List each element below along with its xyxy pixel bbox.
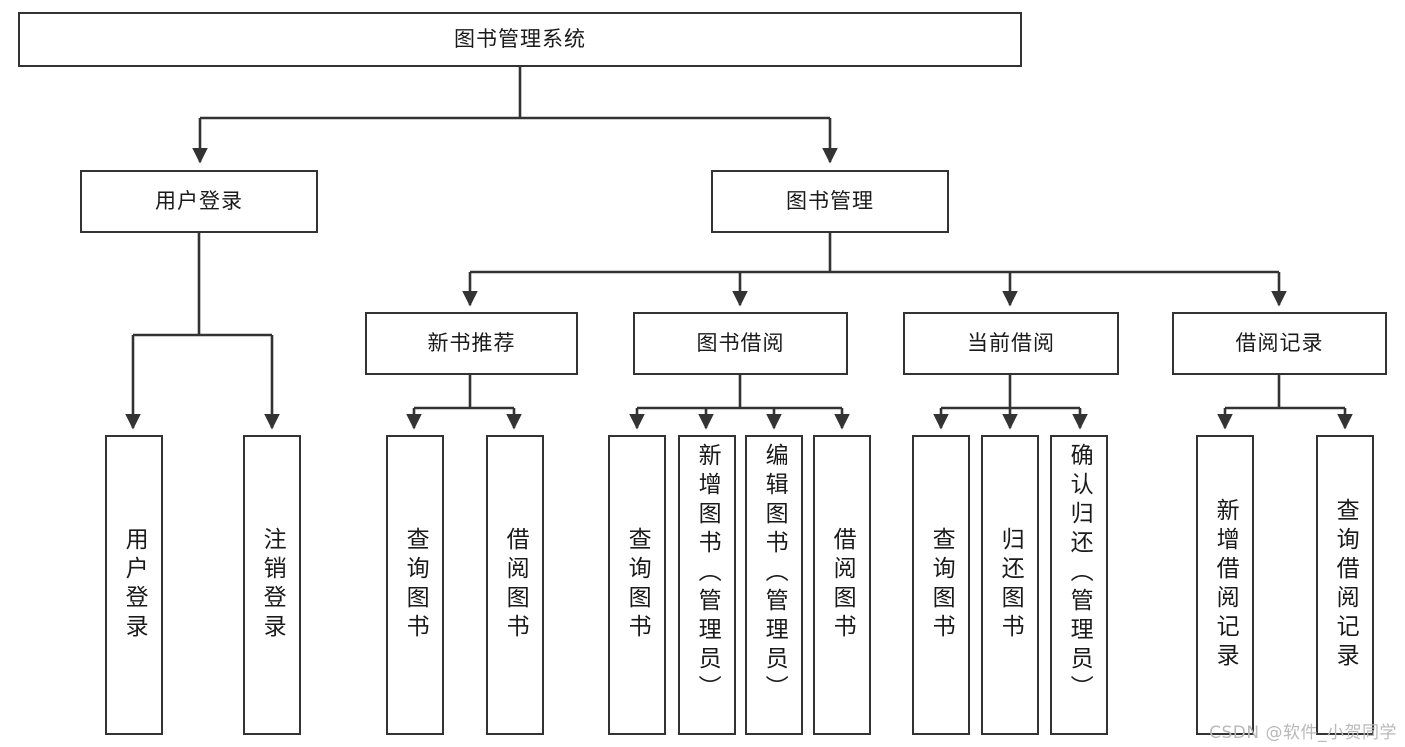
leaf-borrow-book-2[interactable]: 借阅图书	[813, 435, 871, 735]
node-label: 图书借阅	[696, 331, 785, 356]
node-label: 用户登录	[121, 527, 148, 643]
leaf-return-book[interactable]: 归还图书	[981, 435, 1039, 735]
leaf-add-book[interactable]: 新增图书（管理员）	[678, 435, 736, 735]
node-label: 确认归还（管理员）	[1066, 443, 1093, 704]
node-label: 新增图书（管理员）	[694, 443, 721, 704]
node-label: 用户登录	[155, 189, 243, 214]
node-user-login[interactable]: 用户登录	[80, 170, 318, 233]
node-label: 查询图书	[402, 527, 429, 643]
node-label: 归还图书	[997, 527, 1024, 643]
node-label: 图书管理	[786, 189, 874, 214]
node-new-book-recommend[interactable]: 新书推荐	[365, 312, 578, 375]
node-label: 新增借阅记录	[1212, 498, 1239, 672]
node-label: 编辑图书（管理员）	[761, 443, 788, 704]
node-label: 借阅图书	[502, 527, 529, 643]
node-label: 新书推荐	[427, 331, 516, 356]
leaf-edit-book[interactable]: 编辑图书（管理员）	[745, 435, 803, 735]
leaf-add-record[interactable]: 新增借阅记录	[1196, 435, 1254, 735]
node-label: 注销登录	[259, 527, 286, 643]
node-label: 查询图书	[928, 527, 955, 643]
leaf-user-login[interactable]: 用户登录	[105, 435, 163, 735]
node-label: 借阅图书	[829, 527, 856, 643]
node-label: 当前借阅	[967, 331, 1055, 356]
csdn-watermark: CSDN @软件_小贺同学	[1209, 723, 1397, 743]
node-current-borrow[interactable]: 当前借阅	[903, 312, 1119, 375]
leaf-query-book-1[interactable]: 查询图书	[386, 435, 444, 735]
node-book-borrow[interactable]: 图书借阅	[633, 312, 848, 375]
node-borrow-record[interactable]: 借阅记录	[1172, 312, 1387, 375]
leaf-query-book-3[interactable]: 查询图书	[912, 435, 970, 735]
leaf-query-book-2[interactable]: 查询图书	[608, 435, 666, 735]
node-label: 查询借阅记录	[1332, 498, 1359, 672]
node-root-book-management-system[interactable]: 图书管理系统	[18, 12, 1022, 67]
node-label: 借阅记录	[1235, 331, 1324, 356]
node-book-management[interactable]: 图书管理	[711, 170, 949, 233]
node-label: 图书管理系统	[454, 27, 586, 52]
leaf-borrow-book-1[interactable]: 借阅图书	[486, 435, 544, 735]
leaf-query-record[interactable]: 查询借阅记录	[1316, 435, 1374, 735]
leaf-confirm-return[interactable]: 确认归还（管理员）	[1050, 435, 1108, 735]
node-label: 查询图书	[624, 527, 651, 643]
leaf-user-logout[interactable]: 注销登录	[243, 435, 301, 735]
